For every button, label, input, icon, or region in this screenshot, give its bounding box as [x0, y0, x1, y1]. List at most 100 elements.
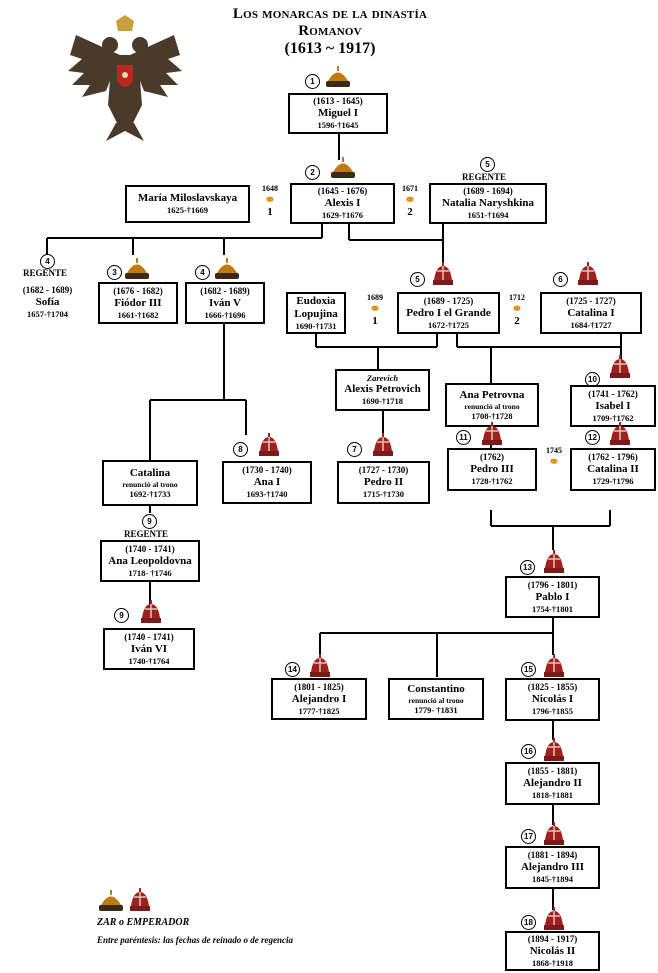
number-badge: 16: [521, 744, 536, 759]
number-badge: 17: [521, 829, 536, 844]
life-dates: 1666-†1696: [204, 309, 246, 320]
marriage-year: 1671: [402, 184, 418, 193]
monarch-box-catalina-ii: (1762 - 1796) Catalina II 1729-†1796: [570, 448, 656, 491]
life-dates: 1729-†1796: [592, 476, 634, 486]
double-headed-eagle-icon: [68, 15, 182, 141]
imperial-crown-icon: [482, 422, 502, 445]
imperial-crown-icon: [578, 262, 598, 285]
reign-dates: (1689 - 1725): [423, 295, 474, 306]
spouse-box-maria-miloslavskaya: María Miloslavskaya 1625-†1669: [125, 185, 250, 223]
life-dates: 1728-†1762: [471, 476, 513, 486]
number-badge: 4: [195, 265, 210, 280]
marriage-year: 1745: [546, 446, 562, 455]
monarch-name: Alejandro III: [520, 861, 585, 873]
person-name: Ana Petrovna: [459, 388, 525, 401]
reign-dates: (1796 - 1801): [527, 579, 578, 590]
monarch-name: Natalia Naryshkina: [442, 197, 534, 209]
number-badge: 12: [585, 430, 600, 445]
life-dates: 1625-†1669: [166, 205, 209, 215]
regent-label: REGENTE: [23, 268, 68, 278]
life-dates: 1845-†1894: [531, 874, 574, 884]
number-badge: 9: [142, 514, 157, 529]
cap-of-monomakh-icon: [331, 157, 355, 178]
page-title: Los monarcas de la dinastía Romanov (161…: [200, 6, 460, 58]
monarch-box-ana-leopoldovna: (1740 - 1741) Ana Leopoldovna 1718- †174…: [100, 540, 200, 582]
marriage-1648: 1648 ⚭ 1: [255, 184, 285, 218]
life-dates: 1777-†1825: [298, 705, 340, 716]
monarch-name: Sofía: [35, 295, 60, 308]
life-dates: 1818-†1881: [531, 790, 574, 800]
person-name: Catalina: [129, 466, 171, 479]
monarch-name: Alejandro II: [523, 777, 582, 789]
monarch-box-pedro-ii: (1727 - 1730) Pedro II 1715-†1730: [337, 461, 430, 504]
marriage-1712: 1712 ⚭ 2: [502, 293, 532, 327]
monarch-box-alejandro-iii: (1881 - 1894) Alejandro III 1845-†1894: [505, 846, 600, 889]
imperial-crown-icon: [141, 600, 161, 623]
legend-dates-note: Entre paréntesis: las fechas de reinado …: [97, 935, 293, 945]
marriage-year: 1712: [509, 293, 525, 302]
imperial-crown-icon: [373, 433, 393, 456]
monarch-box-alejandro-ii: (1855 - 1881) Alejandro II 1818-†1881: [505, 762, 600, 805]
imperial-crown-icon: [544, 907, 564, 930]
title-line-2: (1613 ~ 1917): [284, 40, 376, 57]
number-badge: 6: [553, 272, 568, 287]
person-box-constantino: Constantino renunció al trono 1779- †183…: [388, 678, 484, 720]
number-badge: 9: [114, 608, 129, 623]
monarch-box-pedro-i: (1689 - 1725) Pedro I el Grande 1672-†17…: [397, 292, 500, 334]
marriage-1671: 1671 ⚭ 2: [395, 184, 425, 218]
reign-dates: (1689 - 1694): [463, 186, 513, 196]
monarch-box-alejandro-i: (1801 - 1825) Alejandro I 1777-†1825: [271, 678, 367, 720]
life-dates: 1692-†1733: [129, 488, 171, 499]
reign-dates: (1825 - 1855): [527, 682, 578, 692]
monarch-box-isabel-i: (1741 - 1762) Isabel I 1709-†1762: [570, 385, 656, 427]
monarch-box-fiodor-iii: (1676 - 1682) Fiódor III 1661-†1682: [98, 282, 178, 324]
legend-crown-label: ZAR o EMPERADOR: [97, 917, 190, 928]
number-badge: 15: [521, 662, 536, 677]
life-dates: 1661-†1682: [117, 309, 159, 320]
monarch-box-ana-i: (1730 - 1740) Ana I 1693-†1740: [222, 461, 312, 504]
reign-dates: (1881 - 1894): [527, 850, 578, 860]
cap-of-monomakh-icon: [326, 66, 350, 87]
monarch-name: Nicolás II: [529, 944, 576, 957]
life-dates: 1629-†1676: [321, 210, 364, 220]
cap-of-monomakh-icon: [99, 890, 123, 911]
marriage-1745: 1745 ⚭: [540, 446, 568, 468]
life-dates: 1754-†1801: [531, 603, 574, 614]
number-badge: 5: [480, 157, 495, 172]
marriage-year: 1648: [262, 184, 278, 193]
number-badge: 14: [285, 662, 300, 677]
number-badge: 7: [347, 442, 362, 457]
spouse-name-line-2: Lopujina: [294, 307, 338, 320]
reign-dates: (1682 - 1689): [22, 284, 73, 295]
monarch-name: Ana I: [253, 476, 281, 488]
life-dates: 1715-†1730: [362, 489, 405, 499]
number-badge: 2: [305, 165, 320, 180]
abdication-note: renunció al trono: [122, 479, 178, 489]
life-dates: 1740-†1764: [128, 655, 170, 666]
monarch-name: Pedro II: [363, 476, 404, 488]
monarch-box-alexis-i: (1645 - 1676) Alexis I 1629-†1676: [290, 183, 395, 224]
imperial-crown-icon: [544, 654, 564, 677]
marriage-order: 2: [514, 315, 520, 327]
monarch-box-miguel-i: (1613 - 1645) Miguel I 1596-†1645: [288, 93, 388, 134]
regent-label: REGENTE: [124, 529, 169, 539]
wedding-rings-icon: ⚭: [511, 301, 523, 316]
number-badge: 3: [107, 265, 122, 280]
monarch-name: Iván VI: [130, 642, 168, 655]
monarch-name: Nicolás I: [531, 693, 574, 705]
marriage-1689: 1689 ⚭ 1: [360, 293, 390, 327]
life-dates: 1868-†1918: [531, 957, 574, 968]
monarch-name: Pablo I: [535, 590, 570, 603]
person-box-alexis-petrovich: Zarevich Alexis Petrovich 1690-†1718: [335, 369, 430, 411]
imperial-crown-icon: [310, 654, 330, 677]
reign-dates: (1682 - 1689): [200, 285, 250, 296]
reign-dates: (1725 - 1727): [566, 295, 616, 306]
imperial-crown-icon: [130, 888, 150, 911]
number-badge: 13: [520, 560, 535, 575]
monarch-name: Pedro I el Grande: [406, 306, 491, 319]
reign-dates: (1894 - 1917): [527, 933, 578, 944]
monarch-name: Pedro III: [470, 463, 514, 475]
reign-dates: (1762): [480, 452, 504, 462]
wedding-rings-icon: ⚭: [404, 192, 416, 207]
person-name: Constantino: [407, 682, 465, 695]
